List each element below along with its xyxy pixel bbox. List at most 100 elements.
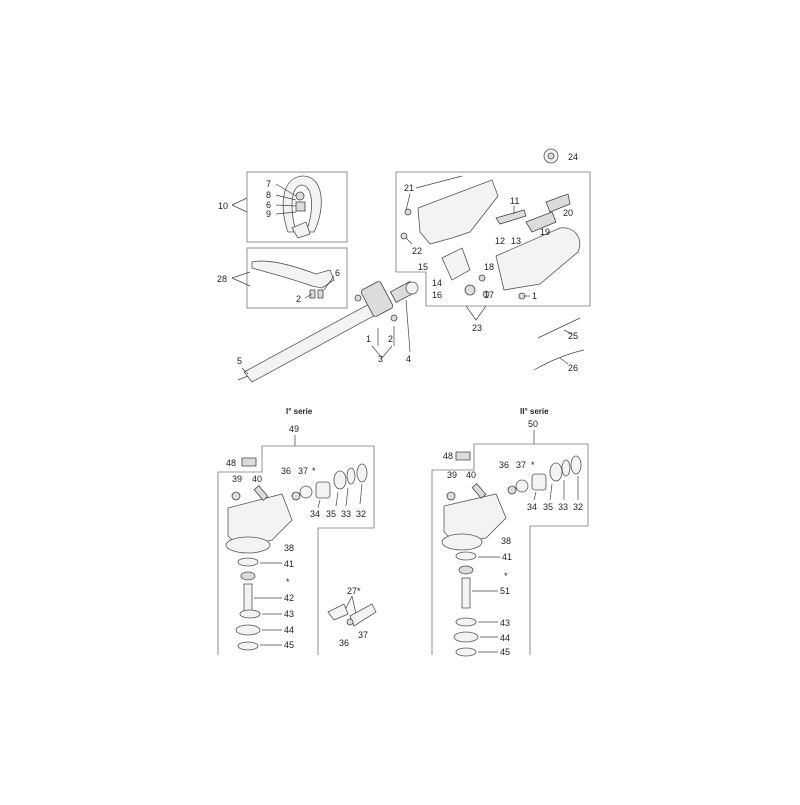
label-40a: 40 [252, 474, 262, 484]
label-9: 9 [266, 209, 271, 219]
label-24: 24 [568, 152, 578, 162]
label-3: 3 [378, 354, 383, 364]
screw-17-part [482, 290, 490, 298]
label-39b: 39 [447, 470, 457, 480]
screw-48b-part [455, 451, 471, 461]
label-27: 27* [347, 586, 361, 596]
leader-10 [231, 197, 248, 213]
pinion-27-part [349, 603, 377, 627]
spring-18-part [478, 274, 486, 282]
label-42: 42 [284, 593, 294, 603]
gearbox-series-2-group: II° serie 50 48 36 37 * 39 40 34 35 33 3… [431, 407, 589, 657]
seal-41-part [237, 557, 259, 567]
label-37a: 37 [298, 466, 308, 476]
label-28: 28 [217, 274, 227, 284]
label-2a: 2 [296, 294, 301, 304]
handle-half-left-part [417, 179, 499, 245]
label-12: 12 [495, 236, 505, 246]
gear-housing-base-b-part [441, 533, 483, 551]
label-1a: 1 [366, 334, 371, 344]
label-34a: 34 [310, 509, 320, 519]
label-35a: 35 [326, 509, 336, 519]
circlip-32b-part [570, 455, 582, 475]
label-44a: 44 [284, 625, 294, 635]
screw-7-part [295, 191, 305, 201]
bearing-34b-part [531, 473, 547, 491]
screw-part [309, 289, 316, 299]
label-10: 10 [218, 201, 228, 211]
label-36c: 36 [339, 638, 349, 648]
ring-33-part [346, 467, 356, 485]
label-19: 19 [540, 227, 550, 237]
star-a: * [312, 466, 316, 476]
clamp-part [291, 221, 311, 239]
label-6a: 6 [266, 200, 271, 210]
label-35b: 35 [543, 502, 553, 512]
handle-loop-frame [246, 171, 348, 243]
bearing-34-part [315, 481, 331, 499]
label-21: 21 [404, 183, 414, 193]
screw-22-part [400, 232, 408, 240]
label-1b: 1 [532, 291, 537, 301]
star-d: * [504, 571, 508, 581]
cable-25-part [537, 317, 581, 339]
label-43b: 43 [500, 618, 510, 628]
gear-housing-38-part [227, 493, 293, 549]
label-38a: 38 [284, 543, 294, 553]
label-49: 49 [289, 424, 299, 434]
label-32a: 32 [356, 509, 366, 519]
flange-45-part [237, 641, 259, 651]
screw-part [317, 289, 324, 299]
label-17: 17 [484, 290, 494, 300]
bearing-b-part [458, 565, 474, 575]
label-33b: 33 [558, 502, 568, 512]
nut-part [354, 294, 362, 302]
pinion-36b-part [507, 485, 517, 495]
bushing-4-part [405, 281, 419, 295]
handle-half-right-part [495, 227, 581, 291]
nut-24-group: 24 [543, 148, 578, 164]
screw-40-part [253, 485, 269, 501]
label-5: 5 [237, 356, 242, 366]
gear-27-part [327, 603, 349, 621]
label-20: 20 [563, 208, 573, 218]
label-36b: 36 [499, 460, 509, 470]
handle-bar-frame [246, 247, 348, 309]
label-48b: 48 [443, 451, 453, 461]
gear-set-27-group: 27* 36 37 [327, 586, 377, 648]
star-b: * [286, 577, 290, 587]
cables-group: 25 26 [533, 317, 585, 373]
shaft-42-part [243, 583, 253, 613]
label-2b: 2 [388, 334, 393, 344]
seal-41b-part [455, 551, 477, 561]
plug-39b-part [446, 491, 456, 501]
trigger-11-part [495, 209, 527, 225]
label-48a: 48 [226, 458, 236, 468]
shaft-tube-group: 5 1 2 3 4 [237, 280, 419, 383]
star-c: * [531, 460, 535, 470]
control-handle-group: 21 22 11 20 12 13 19 15 18 14 16 17 1 23 [395, 171, 591, 333]
gear-37b-part [515, 479, 529, 493]
label-41a: 41 [284, 559, 294, 569]
handle-loop-group: 10 7 8 6 9 [218, 171, 348, 243]
washer-43-part [239, 609, 261, 619]
pinion-36-part [291, 491, 301, 501]
circlip-32-part [356, 463, 368, 483]
knob-16-part [464, 284, 476, 296]
label-18: 18 [484, 262, 494, 272]
label-45a: 45 [284, 640, 294, 650]
shaft-clamp-part [360, 281, 394, 317]
label-23: 23 [472, 323, 482, 333]
flange-45b-part [455, 647, 477, 657]
cover-20-part [545, 193, 571, 213]
label-14: 14 [432, 278, 442, 288]
plug-39-part [231, 491, 241, 501]
label-7: 7 [266, 179, 271, 189]
label-22: 22 [412, 246, 422, 256]
series-1-title: I° serie [286, 407, 313, 416]
label-41b: 41 [502, 552, 512, 562]
gear-housing-38b-part [443, 493, 507, 545]
screw-21-part [404, 208, 412, 216]
